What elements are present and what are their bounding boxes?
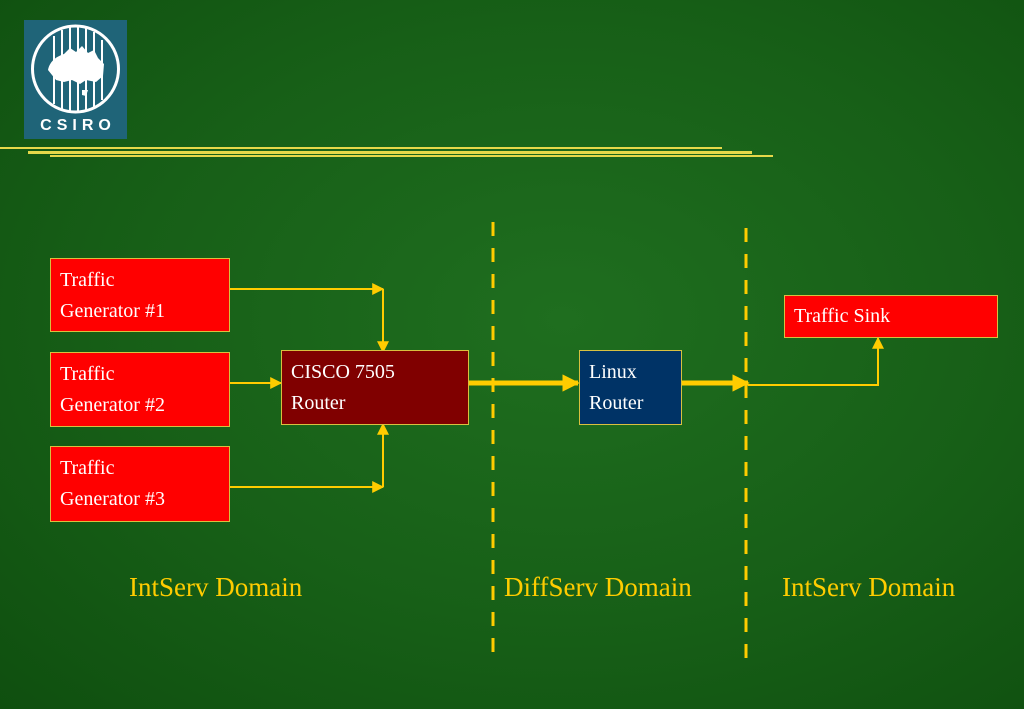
linux-router-node: Linux Router — [579, 350, 682, 425]
diffserv-domain-label: DiffServ Domain — [504, 572, 692, 602]
logo-wordmark: CSIRO — [40, 117, 116, 134]
header-rule-bottom — [50, 155, 773, 157]
header-rule-top — [0, 147, 722, 149]
link-boundary-to-sink — [748, 336, 884, 386]
traffic-generator-2-node: Traffic Generator #2 — [50, 352, 230, 427]
intserv-domain-left-label: IntServ Domain — [129, 572, 303, 602]
traffic-sink-node: Traffic Sink — [784, 295, 998, 338]
traffic-generator-3-node: Traffic Generator #3 — [50, 446, 230, 522]
header-rule-middle — [28, 151, 752, 154]
traffic-generator-1-node: Traffic Generator #1 — [50, 258, 230, 332]
csiro-logo: CSIRO — [24, 20, 127, 139]
cisco-router-node: CISCO 7505 Router — [281, 350, 469, 425]
intserv-domain-right-label: IntServ Domain — [782, 572, 956, 602]
csiro-globe-icon — [31, 24, 120, 114]
